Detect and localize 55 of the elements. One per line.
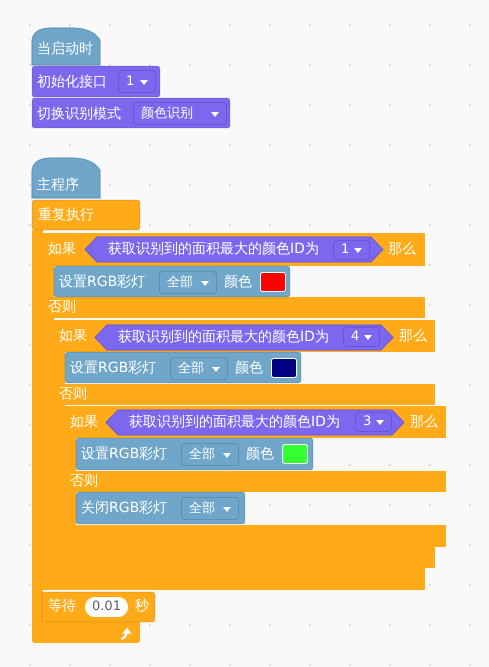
block-label: 关闭RGB彩灯 <box>81 499 168 517</box>
block-label: 否则 <box>70 472 98 490</box>
dropdown-menu: 全部 <box>170 357 228 380</box>
block-label: 主程序 <box>37 176 79 194</box>
dropdown-menu: 1 <box>118 70 156 93</box>
block-label: 当启动时 <box>37 40 93 58</box>
command-block <box>76 492 245 524</box>
block-label: 那么 <box>410 413 438 431</box>
dropdown-menu: 全部 <box>159 271 217 294</box>
condition-block <box>106 410 404 435</box>
condition-block <box>95 325 393 350</box>
dropdown-menu: 4 <box>343 327 380 347</box>
color-swatch <box>260 272 286 292</box>
dropdown-menu: 颜色识别 <box>133 102 227 125</box>
block-label: 颜色 <box>246 445 274 463</box>
block-label: 如果 <box>59 327 87 345</box>
control-block <box>43 233 447 590</box>
control-block <box>54 320 447 568</box>
command-block <box>76 438 313 470</box>
condition-block <box>85 237 383 262</box>
block-label: 等待 <box>48 597 76 615</box>
command-block <box>32 200 140 230</box>
dropdown-menu: 全部 <box>181 497 239 520</box>
block-label: 如果 <box>48 240 76 258</box>
block-label: 颜色 <box>235 359 263 377</box>
block-label: 如果 <box>70 413 98 431</box>
command-block <box>54 266 290 297</box>
command-block <box>32 66 160 97</box>
dropdown-menu: 全部 <box>181 443 239 466</box>
block-label: 获取识别到的面积最大的颜色ID为 <box>108 240 319 258</box>
hat-block <box>32 158 100 198</box>
block-label: 设置RGB彩灯 <box>81 445 168 463</box>
block-label: 那么 <box>399 327 427 345</box>
hat-block <box>32 28 100 65</box>
block-label: 秒 <box>135 597 149 615</box>
block-label: 设置RGB彩灯 <box>70 359 156 377</box>
block-label: 否则 <box>48 298 76 316</box>
control-block <box>65 406 446 547</box>
color-swatch <box>271 358 297 378</box>
block-label: 重复执行 <box>38 206 94 224</box>
command-block <box>32 98 230 128</box>
dropdown-menu: 3 <box>355 412 392 432</box>
block-label: 设置RGB彩灯 <box>59 273 146 291</box>
command-block <box>42 592 155 622</box>
block-label: 颜色 <box>224 273 252 291</box>
block-label: 初始化接口 <box>37 73 107 91</box>
number-input: 0.01 <box>85 597 128 617</box>
block-label: 获取识别到的面积最大的颜色ID为 <box>118 328 329 346</box>
block-label: 否则 <box>59 385 87 403</box>
block-label: 获取识别到的面积最大的颜色ID为 <box>129 413 340 431</box>
block-label: 那么 <box>388 240 416 258</box>
command-block <box>65 352 301 383</box>
dropdown-menu: 1 <box>333 240 370 260</box>
block-label: 切换识别模式 <box>37 105 121 123</box>
color-swatch <box>282 444 308 464</box>
